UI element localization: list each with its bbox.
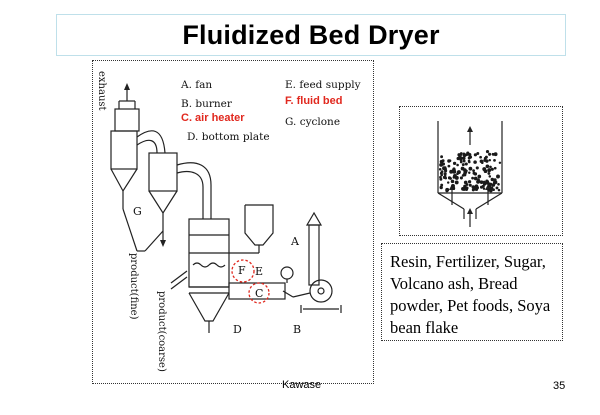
dryer-schematic <box>110 83 342 333</box>
fluid-bed-illustration-panel <box>399 106 563 236</box>
legend-cyclone: G. cyclone <box>285 116 341 128</box>
legend-air-heater: C. air heater <box>181 112 245 124</box>
product-fine-label: product(fine) <box>128 253 139 320</box>
legend-fluid-bed: F. fluid bed <box>285 95 343 107</box>
fluid-bed-illustration <box>437 121 503 227</box>
applications-text: Resin, Fertilizer, Sugar, Volcano ash, B… <box>390 252 551 337</box>
dryer-diagram-panel: A. fan B. burner C. air heater D. bottom… <box>92 60 374 384</box>
label-a: A <box>291 235 299 248</box>
label-g: G <box>133 205 142 218</box>
label-c: C <box>255 287 264 300</box>
legend-fan: A. fan <box>181 79 213 91</box>
slide-title: Fluidized Bed Dryer <box>182 19 440 50</box>
footer-author: Kawase <box>282 379 322 391</box>
legend-feed-supply: E. feed supply <box>285 79 361 91</box>
particle-bed <box>438 150 502 193</box>
exhaust-label: exhaust <box>96 71 107 111</box>
label-f: F <box>238 264 246 277</box>
legend-bottom-plate: D. bottom plate <box>187 131 270 143</box>
applications-panel: Resin, Fertilizer, Sugar, Volcano ash, B… <box>381 243 563 341</box>
label-d: D <box>233 323 242 336</box>
label-b: B <box>293 323 302 336</box>
legend-burner: B. burner <box>181 98 232 110</box>
page-number: 35 <box>553 380 566 392</box>
product-coarse-label: product(coarse) <box>156 291 167 372</box>
label-e: E <box>255 265 264 278</box>
title-box: Fluidized Bed Dryer <box>56 14 566 56</box>
